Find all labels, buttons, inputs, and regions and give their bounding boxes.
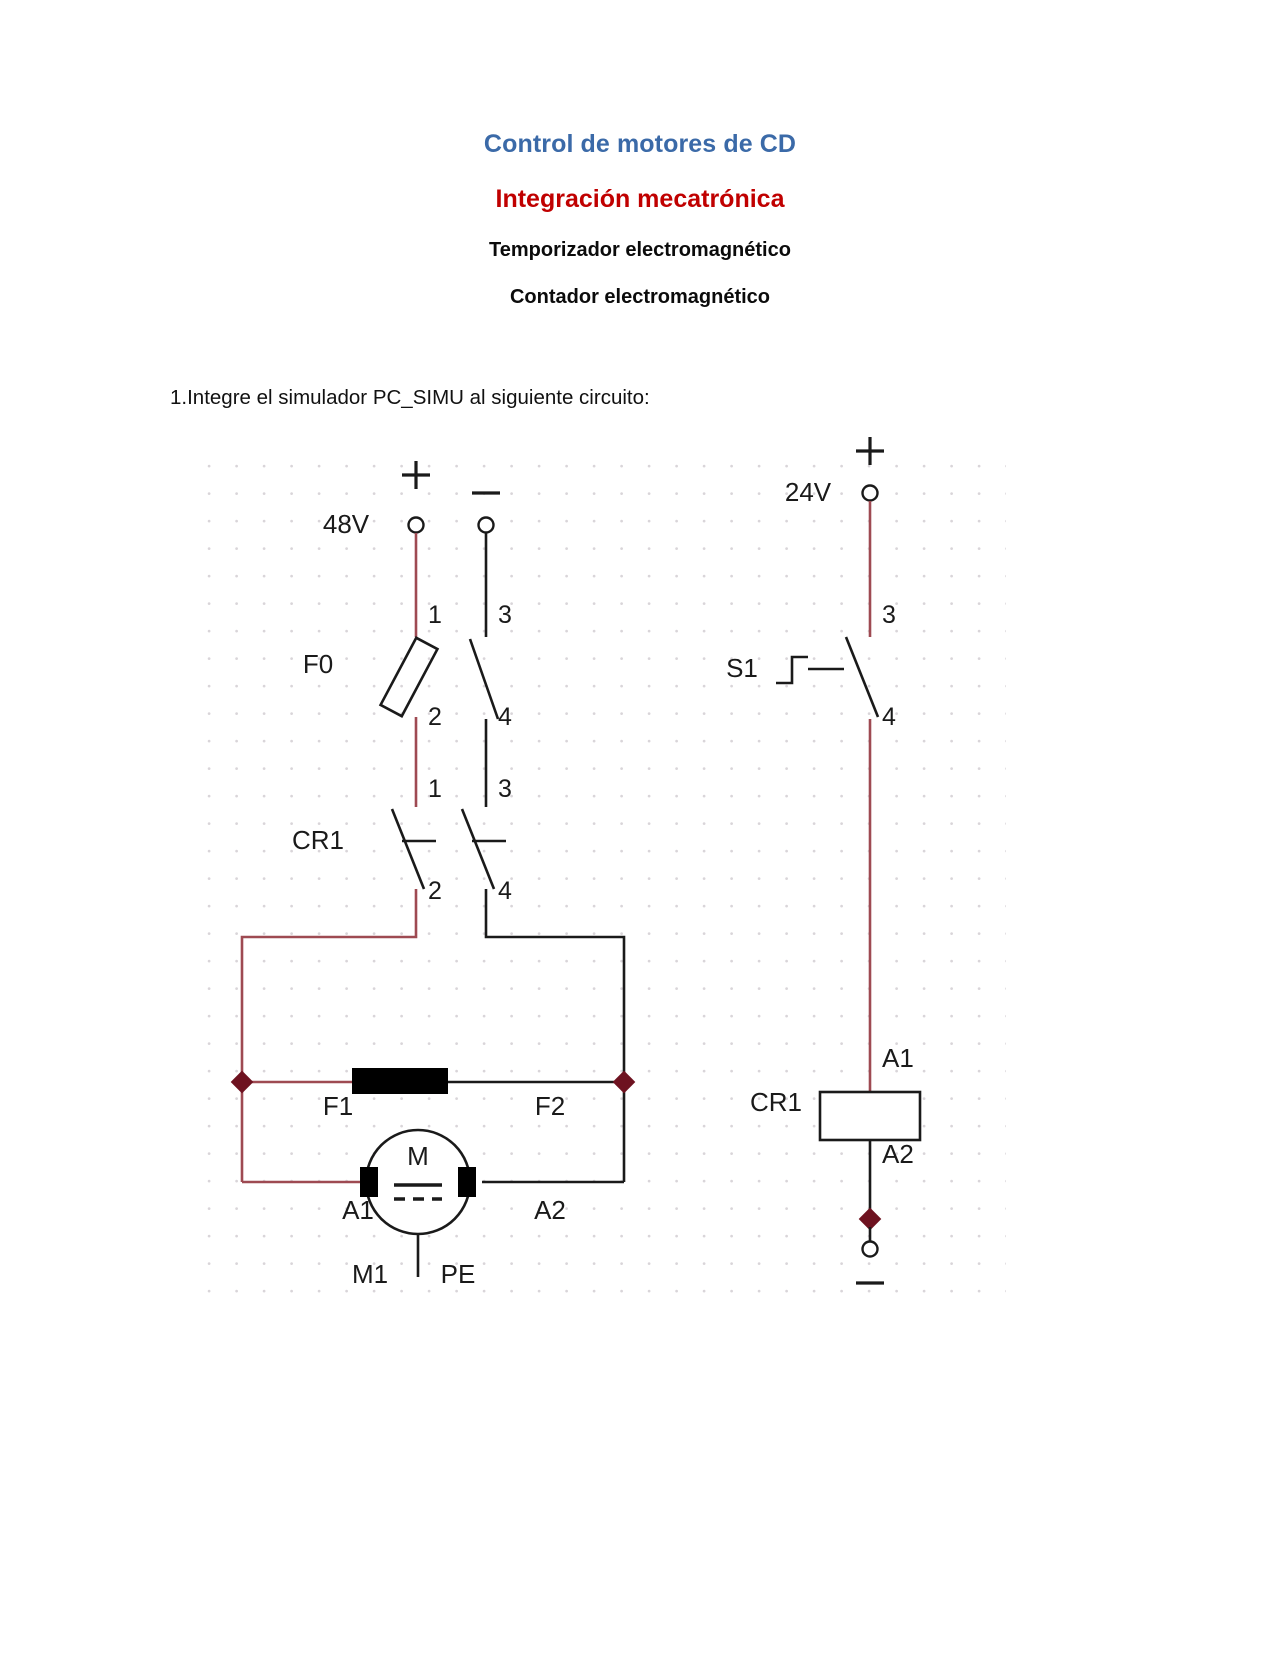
contact-blade-s1 (844, 636, 880, 718)
device-cr1-coil[interactable]: CR1 (750, 1087, 922, 1142)
supply-48v: 48V (323, 461, 500, 539)
terminal-label-f0-2: 2 (428, 703, 442, 731)
terminal-label-f0-4: 4 (498, 703, 512, 731)
terminal-48v-minus[interactable] (477, 516, 495, 534)
terminal-label-cr1c-4: 4 (498, 877, 512, 905)
fuse-body-f0 (378, 636, 440, 718)
terminal-48v-plus[interactable] (407, 516, 425, 534)
contact-blade-cr1-12 (390, 808, 426, 890)
supply-24v-label: 24V (785, 477, 832, 507)
supply-24v: 24V (785, 437, 884, 507)
terminal-label-f0-3: 3 (498, 601, 512, 629)
instruction-text: 1.Integre el simulador PC_SIMU al siguie… (170, 386, 650, 409)
motor-pe-label: PE (441, 1259, 476, 1289)
terminal-label-s1-4: 4 (882, 703, 896, 731)
plus-sign-48v (402, 461, 430, 489)
terminal-label-motor-a2: A2 (534, 1195, 566, 1225)
field-winding-body (352, 1068, 448, 1094)
wire-cr1-4-to-motor-a2 (484, 889, 626, 1182)
supply-48v-label: 48V (323, 509, 370, 539)
device-f0[interactable]: F0 (303, 636, 500, 720)
motor-brush-a2 (458, 1167, 476, 1197)
coil-body-cr1 (818, 1090, 922, 1142)
heading-title-main: Control de motores de CD (483, 130, 797, 158)
pushbutton-actuator-glyph (776, 655, 808, 685)
device-label-s1: S1 (726, 653, 758, 683)
device-s1[interactable]: S1 (726, 636, 880, 718)
terminal-label-cr1c-1: 1 (428, 775, 442, 803)
terminal-label-coil-a1: A1 (882, 1043, 914, 1073)
terminal-label-cr1c-3: 3 (498, 775, 512, 803)
terminal-24v-plus[interactable] (861, 484, 879, 502)
wire-cr1-2-to-motor-a1 (240, 889, 418, 1182)
terminal-label-coil-a2: A2 (882, 1139, 914, 1169)
terminal-label-s1-3: 3 (882, 601, 896, 629)
contact-blade-f0-34 (468, 638, 500, 720)
terminal-label-f2: F2 (535, 1091, 565, 1121)
device-cr1-contacts[interactable]: CR1 (292, 808, 506, 890)
circuit-schematic: 48V 1 3 F0 2 4 (180, 437, 1020, 1307)
contact-blade-cr1-34 (460, 808, 496, 890)
heading-topic-timer: Temporizador electromagnético (489, 239, 791, 261)
device-label-cr1-coil: CR1 (750, 1087, 802, 1117)
device-label-f0: F0 (303, 649, 333, 679)
document-headings: Control de motores de CD Integración mec… (0, 130, 1280, 308)
terminal-label-f0-1: 1 (428, 601, 442, 629)
plus-sign-24v (856, 437, 884, 465)
motor-designation-label: M1 (352, 1259, 388, 1289)
dc-motor-symbol[interactable]: M (360, 1128, 476, 1277)
heading-title-subject: Integración mecatrónica (495, 185, 785, 213)
terminal-label-cr1c-2: 2 (428, 877, 442, 905)
terminal-24v-minus[interactable] (861, 1240, 879, 1258)
heading-topic-counter: Contador electromagnético (509, 286, 771, 308)
terminal-label-f1: F1 (323, 1091, 353, 1121)
device-label-cr1-contact: CR1 (292, 825, 344, 855)
motor-symbol-letter: M (407, 1141, 429, 1171)
motor-brush-a1 (360, 1167, 378, 1197)
terminal-label-motor-a1: A1 (342, 1195, 374, 1225)
